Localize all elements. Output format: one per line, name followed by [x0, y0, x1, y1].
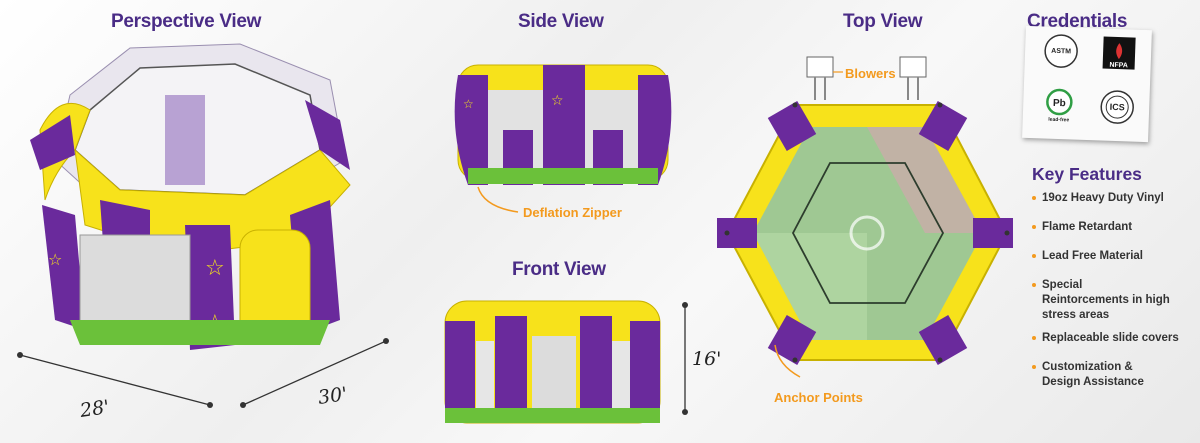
top-view-image [717, 56, 1013, 378]
width-dimension: 28' [78, 396, 111, 422]
feature-item: Customization & Design Assistance [1032, 360, 1167, 390]
deflation-zipper-leader [477, 186, 519, 213]
key-features-list: 19oz Heavy Duty Vinyl Flame Retardant Le… [1032, 191, 1197, 390]
lead-free-badge-label: lead-free [1048, 117, 1069, 124]
svg-text:☆: ☆ [48, 250, 62, 269]
nfpa-badge-label: NFPA [1109, 62, 1128, 70]
feature-item: Replaceable slide covers [1032, 331, 1197, 346]
front-view-heading: Front View [512, 259, 606, 280]
credentials-card: ASTM NFPA Pb lead-free ICS [1022, 25, 1152, 143]
lead-free-badge-symbol: Pb [1053, 98, 1066, 109]
depth-dimension: 30' [316, 383, 349, 409]
perspective-view-heading: Perspective View [111, 11, 262, 32]
astm-badge-icon: ASTM [1044, 34, 1078, 68]
perspective-view-image: ☆ ☆ ☆ [17, 43, 389, 408]
key-features-panel: Key Features 19oz Heavy Duty Vinyl Flame… [1032, 164, 1197, 404]
side-view-image: ☆ ☆ [454, 64, 672, 185]
anchor-points-callout: Anchor Points [774, 390, 863, 405]
ics-badge-label: ICS [1110, 102, 1125, 113]
feature-item: Flame Retardant [1032, 220, 1197, 235]
key-features-heading: Key Features [1032, 164, 1142, 184]
astm-badge-label: ASTM [1051, 48, 1071, 56]
lead-free-badge-icon: Pb lead-free [1046, 88, 1073, 124]
ics-badge-icon: ICS [1100, 90, 1134, 124]
svg-text:☆: ☆ [463, 97, 474, 111]
deflation-zipper-callout: Deflation Zipper [523, 205, 622, 220]
top-view-heading: Top View [843, 11, 923, 32]
height-dimension-line [682, 302, 688, 415]
side-view-heading: Side View [518, 11, 604, 32]
feature-item: Special Reintorcements in high stress ar… [1032, 278, 1172, 323]
svg-text:☆: ☆ [205, 256, 225, 281]
blowers-callout: Blowers [845, 66, 896, 81]
feature-item: Lead Free Material [1032, 249, 1197, 264]
front-view-image [444, 300, 661, 424]
feature-item: 19oz Heavy Duty Vinyl [1032, 191, 1197, 206]
svg-text:☆: ☆ [551, 93, 564, 109]
height-dimension: 16' [692, 348, 722, 370]
nfpa-badge-icon: NFPA [1102, 36, 1136, 70]
